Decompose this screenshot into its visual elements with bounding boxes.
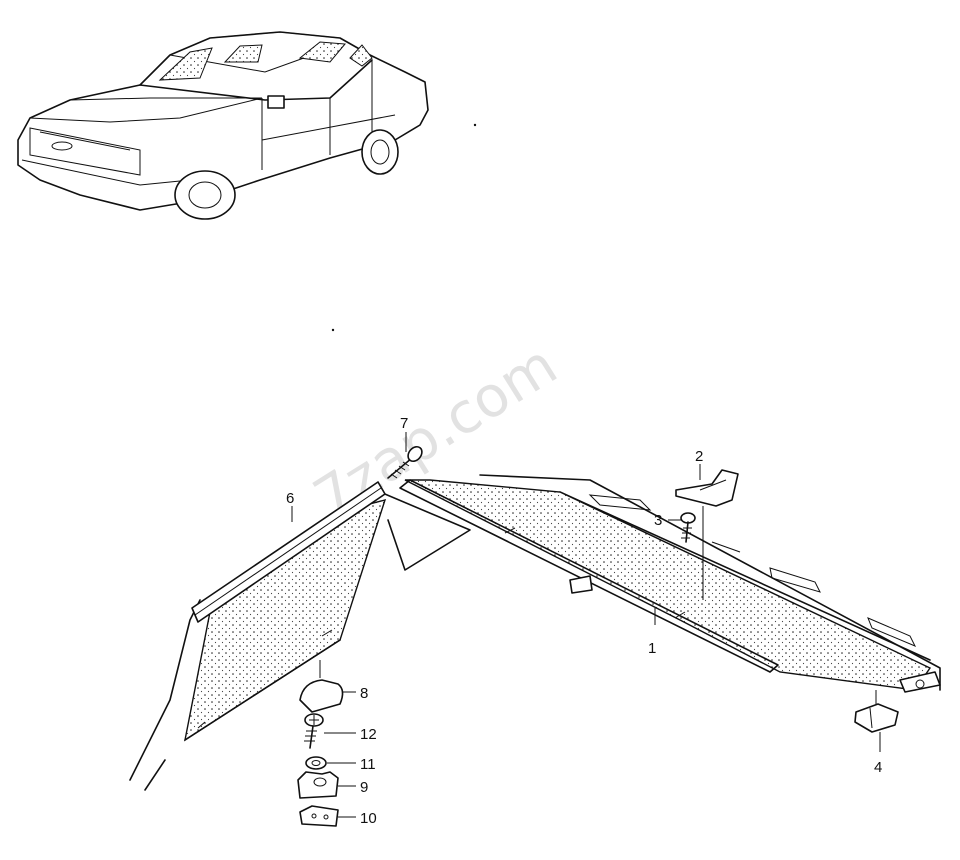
- callout-4: 4: [874, 759, 882, 776]
- callout-1: 1: [648, 640, 656, 657]
- callout-3: 3: [654, 512, 662, 529]
- cap-part-8: [299, 679, 344, 713]
- holder-part-9: [297, 771, 339, 799]
- plate-part-10: [299, 805, 339, 827]
- callout-6: 6: [286, 490, 294, 507]
- callout-2: 2: [695, 448, 703, 465]
- callout-10: 10: [360, 810, 377, 827]
- screw-part-3: [680, 512, 696, 543]
- leader-lines: [291, 432, 881, 818]
- screw-part-7: [387, 445, 423, 479]
- callout-12: 12: [360, 726, 377, 743]
- clip-part-4: [854, 703, 899, 733]
- rear-window-sunshade: [399, 474, 941, 693]
- callout-11: 11: [360, 756, 376, 773]
- callout-7: 7: [400, 415, 408, 432]
- callout-labels: 7 2 3 1 4 6 8 12 11 9 10: [286, 415, 882, 827]
- screw-part-12: [304, 713, 324, 749]
- callout-8: 8: [360, 685, 368, 702]
- side-window-sunshade: [129, 481, 471, 791]
- bracket-part-2: [675, 469, 739, 507]
- washer-part-11: [305, 756, 327, 770]
- car-illustration: [17, 31, 429, 220]
- callout-9: 9: [360, 779, 368, 796]
